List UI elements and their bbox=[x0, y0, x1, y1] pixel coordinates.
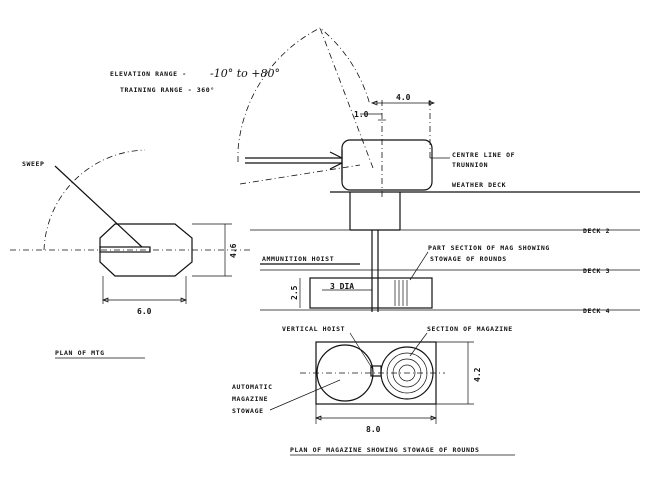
plan-of-magazine-title: PLAN OF MAGAZINE SHOWING STOWAGE OF ROUN… bbox=[290, 446, 480, 454]
elevation-arc-outer bbox=[237, 27, 321, 162]
elevation-sweep-arc bbox=[319, 26, 374, 169]
training-range-label: TRAINING RANGE - 360° bbox=[120, 86, 215, 94]
sweep-arc bbox=[43, 149, 146, 251]
trunnion-label: TRUNNION bbox=[452, 161, 488, 169]
mtg-plan-barrel bbox=[99, 246, 151, 253]
deck-4-label: DECK 4 bbox=[583, 307, 610, 315]
elevation-range-label: ELEVATION RANGE - bbox=[110, 70, 187, 78]
part-section-label: PART SECTION OF MAG SHOWING bbox=[428, 244, 550, 252]
stowage-label: STOWAGE bbox=[232, 407, 264, 415]
sweep-leader bbox=[54, 165, 143, 248]
weather-deck-label: WEATHER DECK bbox=[452, 181, 506, 189]
elevation-range-value: -10° to +80° bbox=[210, 67, 280, 80]
dimension-4-0: 4.0 bbox=[396, 93, 411, 102]
mtg-plan-outline bbox=[99, 223, 193, 277]
dimension-8-0: 8.0 bbox=[366, 425, 381, 434]
dimension-6-0: 6.0 bbox=[137, 307, 152, 316]
plan-of-mtg-title: PLAN OF MTG bbox=[55, 349, 105, 357]
centre-line-label: CENTRE LINE OF bbox=[452, 151, 515, 159]
section-of-magazine-label: SECTION OF MAGAZINE bbox=[427, 325, 513, 333]
deck-2-label: DECK 2 bbox=[583, 227, 610, 235]
automatic-label: AUTOMATIC bbox=[232, 383, 273, 391]
vertical-hoist-square bbox=[370, 365, 382, 377]
pedestal bbox=[349, 192, 401, 231]
ammunition-hoist-label: AMMUNITION HOIST bbox=[262, 255, 334, 263]
dimension-4-2: 4.2 bbox=[473, 367, 482, 382]
magazine-label: MAGAZINE bbox=[232, 395, 268, 403]
dimension-4-6: 4.6 bbox=[229, 243, 238, 258]
deck-3-label: DECK 3 bbox=[583, 267, 610, 275]
dimension-1-0: 1.0 bbox=[354, 110, 369, 119]
magazine-side-section bbox=[309, 277, 433, 309]
vertical-hoist-label: VERTICAL HOIST bbox=[282, 325, 345, 333]
dimension-3-dia: 3 DIA bbox=[330, 282, 354, 291]
gun-turret-side bbox=[245, 100, 433, 200]
stowage-rounds-label: STOWAGE OF ROUNDS bbox=[430, 255, 507, 263]
sweep-label: SWEEP bbox=[22, 160, 45, 168]
dimension-2-5: 2.5 bbox=[290, 285, 299, 300]
